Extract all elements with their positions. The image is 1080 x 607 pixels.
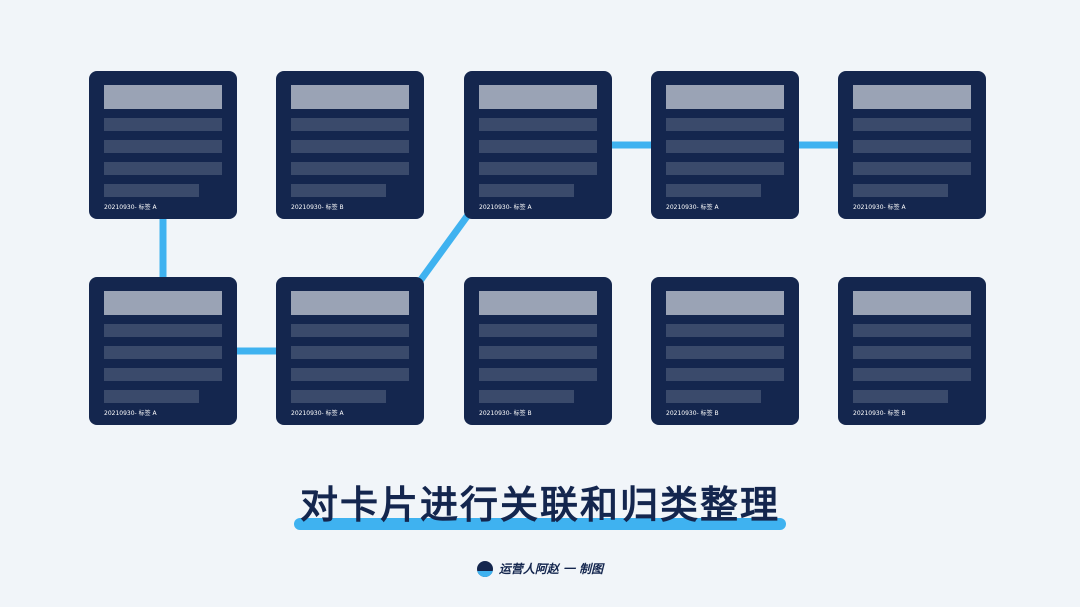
card-line-placeholder xyxy=(666,368,784,381)
card-heading-placeholder xyxy=(853,291,971,315)
card-line-placeholder xyxy=(853,368,971,381)
card-r2c2: 20210930- 标签 A xyxy=(276,277,424,425)
card-r2c1: 20210930- 标签 A xyxy=(89,277,237,425)
card-r2c3: 20210930- 标签 B xyxy=(464,277,612,425)
card-line-placeholder xyxy=(853,162,971,175)
card-heading-placeholder xyxy=(666,291,784,315)
card-tag: 20210930- 标签 A xyxy=(104,410,157,417)
card-tag: 20210930- 标签 B xyxy=(666,410,719,417)
card-line-placeholder xyxy=(291,140,409,153)
card-line-placeholder xyxy=(853,324,971,337)
card-heading-placeholder xyxy=(104,291,222,315)
card-line-placeholder xyxy=(479,324,597,337)
card-r2c5: 20210930- 标签 B xyxy=(838,277,986,425)
card-r1c2: 20210930- 标签 B xyxy=(276,71,424,219)
card-tag: 20210930- 标签 A xyxy=(853,204,906,211)
card-line-placeholder xyxy=(104,118,222,131)
card-tag: 20210930- 标签 A xyxy=(291,410,344,417)
card-line-placeholder xyxy=(104,390,199,403)
card-line-placeholder xyxy=(104,162,222,175)
card-r1c3: 20210930- 标签 A xyxy=(464,71,612,219)
card-line-placeholder xyxy=(853,184,948,197)
brand-logo-icon xyxy=(476,560,493,577)
card-heading-placeholder xyxy=(479,291,597,315)
card-line-placeholder xyxy=(291,118,409,131)
card-heading-placeholder xyxy=(291,291,409,315)
card-line-placeholder xyxy=(666,324,784,337)
card-tag: 20210930- 标签 B xyxy=(291,204,344,211)
card-line-placeholder xyxy=(853,346,971,359)
card-line-placeholder xyxy=(291,184,386,197)
card-line-placeholder xyxy=(291,390,386,403)
card-line-placeholder xyxy=(104,368,222,381)
card-line-placeholder xyxy=(853,390,948,403)
link-r2c2-r1c3 xyxy=(417,212,471,284)
card-line-placeholder xyxy=(104,184,199,197)
card-line-placeholder xyxy=(479,368,597,381)
card-line-placeholder xyxy=(666,184,761,197)
card-line-placeholder xyxy=(666,140,784,153)
card-line-placeholder xyxy=(853,118,971,131)
card-r2c4: 20210930- 标签 B xyxy=(651,277,799,425)
card-line-placeholder xyxy=(479,184,574,197)
card-line-placeholder xyxy=(666,346,784,359)
card-line-placeholder xyxy=(104,140,222,153)
title-block: 对卡片进行关联和归类整理 xyxy=(0,478,1080,532)
card-heading-placeholder xyxy=(479,85,597,109)
footer-credit: 运营人阿赵 一 制图 xyxy=(0,560,1080,577)
card-line-placeholder xyxy=(479,346,597,359)
card-tag: 20210930- 标签 B xyxy=(853,410,906,417)
card-r1c1: 20210930- 标签 A xyxy=(89,71,237,219)
card-heading-placeholder xyxy=(104,85,222,109)
card-line-placeholder xyxy=(291,162,409,175)
diagram-title: 对卡片进行关联和归类整理 xyxy=(293,478,786,532)
card-line-placeholder xyxy=(479,390,574,403)
card-heading-placeholder xyxy=(853,85,971,109)
card-line-placeholder xyxy=(291,324,409,337)
card-line-placeholder xyxy=(291,368,409,381)
credit-text: 运营人阿赵 一 制图 xyxy=(498,562,604,576)
card-tag: 20210930- 标签 B xyxy=(479,410,532,417)
card-line-placeholder xyxy=(479,140,597,153)
card-line-placeholder xyxy=(666,118,784,131)
card-line-placeholder xyxy=(666,390,761,403)
card-line-placeholder xyxy=(291,346,409,359)
card-heading-placeholder xyxy=(291,85,409,109)
card-r1c5: 20210930- 标签 A xyxy=(838,71,986,219)
card-line-placeholder xyxy=(479,162,597,175)
diagram-title-text: 对卡片进行关联和归类整理 xyxy=(299,483,780,527)
card-line-placeholder xyxy=(666,162,784,175)
card-heading-placeholder xyxy=(666,85,784,109)
card-tag: 20210930- 标签 A xyxy=(104,204,157,211)
card-line-placeholder xyxy=(853,140,971,153)
card-tag: 20210930- 标签 A xyxy=(666,204,719,211)
card-line-placeholder xyxy=(479,118,597,131)
card-line-placeholder xyxy=(104,324,222,337)
card-line-placeholder xyxy=(104,346,222,359)
card-r1c4: 20210930- 标签 A xyxy=(651,71,799,219)
card-tag: 20210930- 标签 A xyxy=(479,204,532,211)
